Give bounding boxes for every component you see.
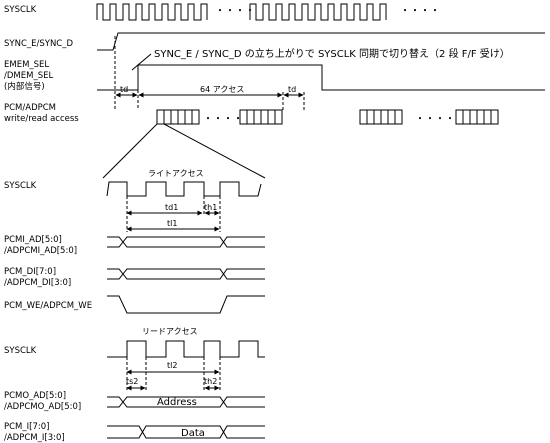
th1-label: th1	[204, 203, 217, 212]
pcmi-ad-bus	[107, 236, 265, 248]
data-label: Data	[181, 428, 205, 439]
zoom-line-left	[102, 123, 158, 179]
label-pcm-we: PCM_WE/ADPCM_WE	[4, 301, 92, 311]
dots-1: ・・・・	[215, 6, 255, 17]
address-label: Address	[157, 397, 197, 408]
sysclk-top-wave	[96, 3, 387, 21]
label-pcmo-ad-1: PCMO_AD[5:0]	[4, 391, 66, 401]
label-pcm-di-2: /ADPCM_DI[3:0]	[4, 278, 71, 288]
ts2-label: ts2	[126, 377, 138, 386]
label-pcm-di-1: PCM_DI[7:0]	[4, 267, 56, 277]
label-pcm-access-2: write/read access	[4, 114, 79, 124]
tl2-label: tl2	[167, 361, 177, 370]
access-blocks	[156, 109, 499, 125]
sync-note: SYNC_E / SYNC_D の立ち上がりで SYSCLK 同期で切り替え（2…	[154, 47, 510, 60]
dots-2: ・・・・	[400, 6, 440, 17]
sync-note-leader	[131, 53, 152, 71]
sysclk-read-wave	[107, 340, 265, 358]
pcmo-ad-bus	[107, 396, 265, 408]
dots-3: ・・・・	[203, 114, 243, 125]
zoom-line-right	[163, 123, 266, 179]
pcm-we-wave	[107, 295, 265, 314]
label-emem-2: /DMEM_SEL	[4, 71, 53, 81]
label-pcmi-ad-1: PCMI_AD[5:0]	[4, 235, 62, 245]
label-pcmo-ad-2: /ADPCMO_AD[5:0]	[4, 402, 81, 412]
label-emem-3: (内部信号)	[4, 81, 45, 92]
label-pcm-i-2: /ADPCM_I[3:0]	[4, 433, 65, 443]
guide-lines	[114, 36, 305, 110]
label-pcmi-ad-2: /ADPCMI_AD[5:0]	[4, 246, 77, 256]
label-pcm-access-1: PCM/ADPCM	[4, 103, 56, 113]
sync-wave	[97, 32, 545, 51]
label-sysclk: SYSCLK	[4, 5, 37, 15]
pcm-di-bus	[107, 268, 265, 280]
label-sysclk-read: SYSCLK	[4, 346, 37, 356]
read-guides	[126, 357, 221, 392]
label-sysclk-write: SYSCLK	[4, 181, 37, 191]
pcm-i-bus	[107, 425, 265, 439]
td1-label: td1	[165, 203, 178, 212]
access-count-label: 64 アクセス	[200, 85, 244, 94]
label-sync: SYNC_E/SYNC_D	[4, 39, 73, 49]
tl1-label: tl1	[167, 219, 177, 228]
dots-4: ・・・・	[415, 114, 455, 125]
th2-label: th2	[204, 377, 217, 386]
td-right-label: td	[288, 85, 296, 94]
emem-sel-wave	[97, 64, 545, 91]
read-title: リードアクセス	[142, 327, 198, 336]
sysclk-write-wave	[106, 181, 262, 197]
td-left-label: td	[120, 85, 128, 94]
label-emem-1: EMEM_SEL	[4, 60, 49, 70]
label-pcm-i-1: PCM_I[7:0]	[4, 422, 49, 432]
write-title: ライトアクセス	[148, 169, 204, 178]
